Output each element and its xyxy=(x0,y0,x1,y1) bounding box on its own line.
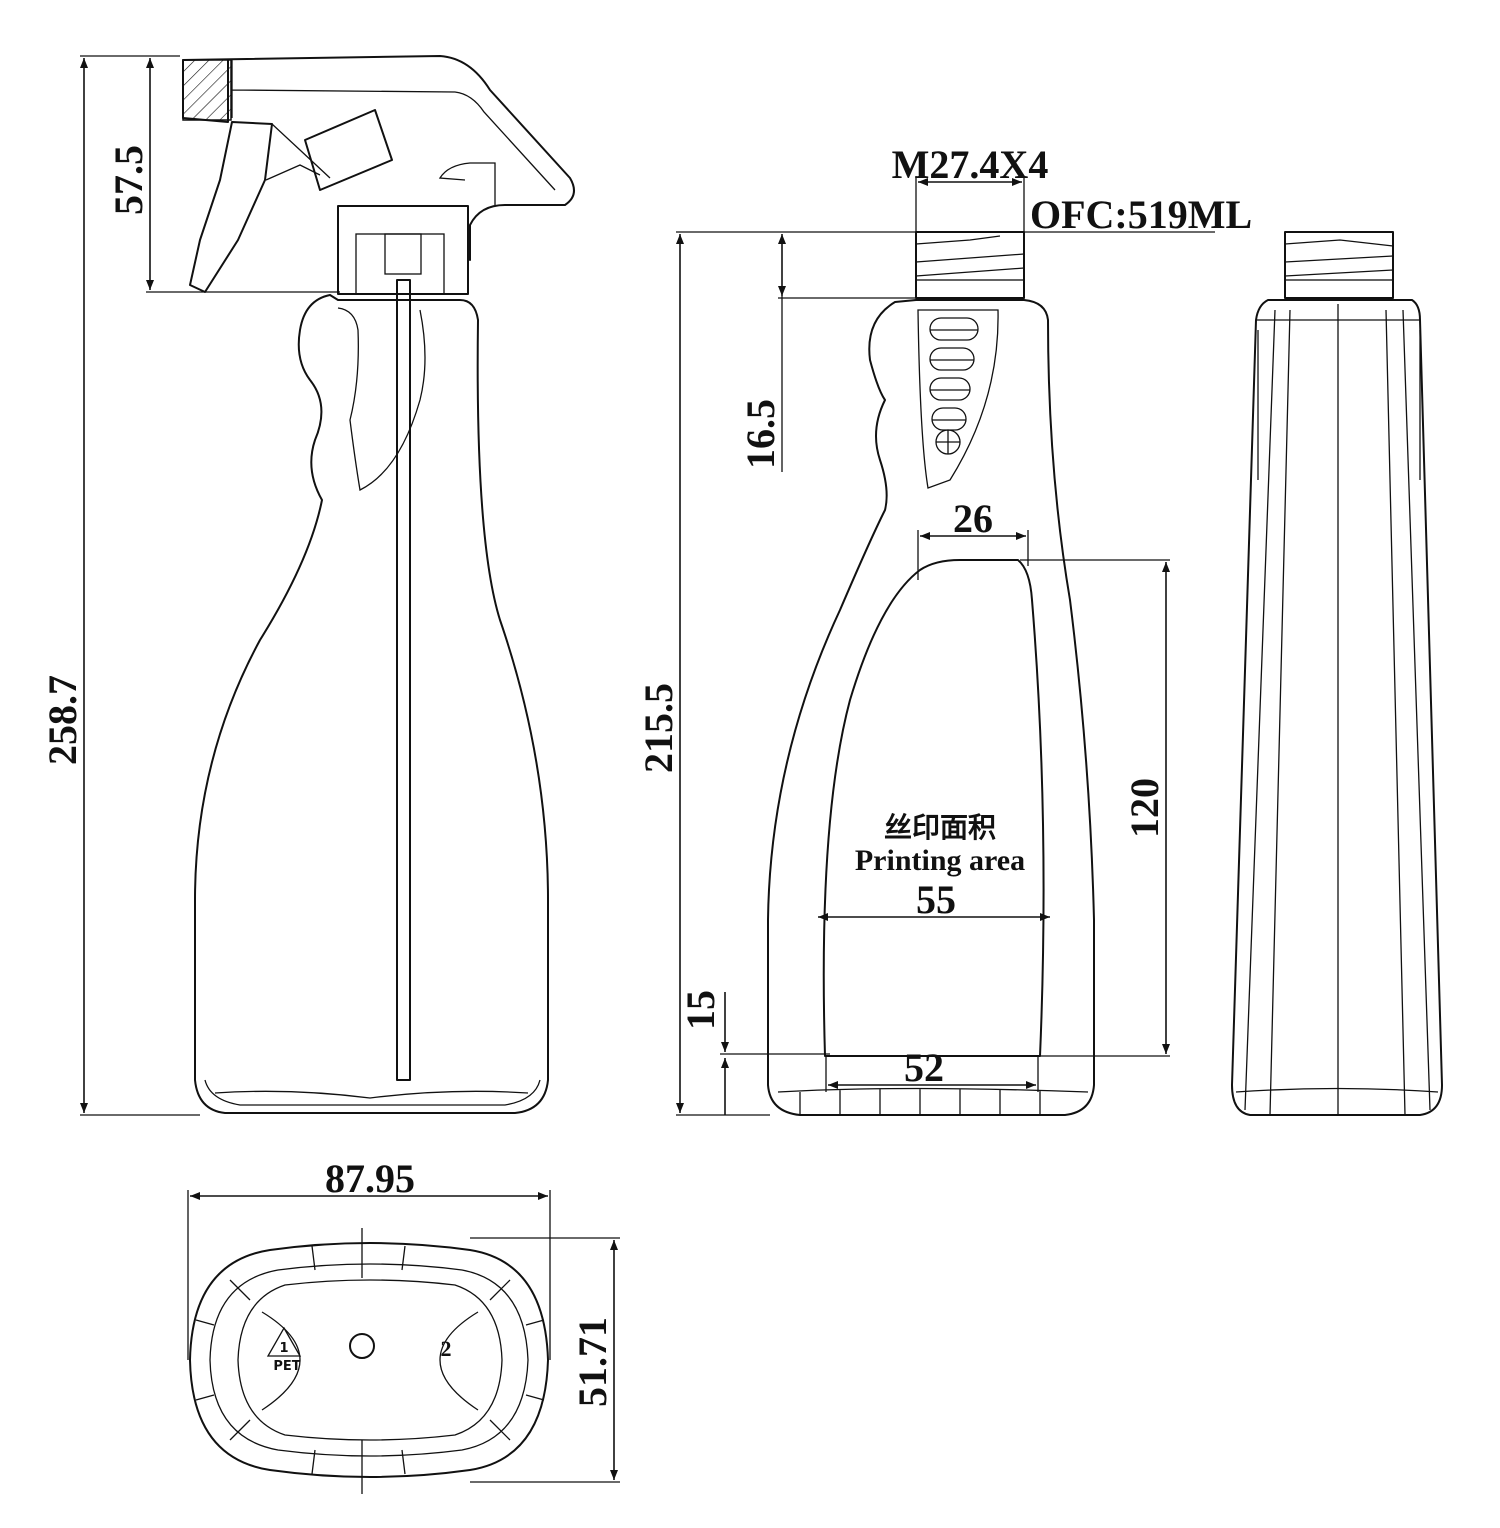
bottom-offset-label: 15 xyxy=(678,990,723,1030)
trigger-lever xyxy=(189,121,273,293)
printing-area xyxy=(822,559,1045,1057)
gate-mark xyxy=(349,1333,375,1359)
front-bottle-body xyxy=(767,299,1095,1116)
recycle-icon xyxy=(266,1326,302,1357)
base-width-label: 87.95 xyxy=(325,1156,415,1201)
printing-area-cn: 丝印面积 xyxy=(884,811,996,844)
base-view: 1 PET 2 xyxy=(189,1228,549,1494)
side-bottle-body xyxy=(1231,299,1443,1116)
front-view: 丝印面积 Printing area xyxy=(767,231,1095,1116)
print-height-label: 120 xyxy=(1122,778,1167,838)
capacity-label: OFC:519ML xyxy=(1030,192,1252,237)
dip-tube xyxy=(396,279,411,1081)
side-view xyxy=(1231,231,1443,1116)
dim-print-height: 120 xyxy=(1020,559,1170,1057)
base-depth-label: 51.71 xyxy=(570,1317,615,1407)
base-outline xyxy=(189,1242,549,1478)
print-top-width-label: 26 xyxy=(953,496,993,541)
dim-trigger-height: 57.5 xyxy=(106,58,340,293)
dim-print-top-width: 26 xyxy=(917,496,1029,580)
recycle-material: PET xyxy=(273,1359,300,1374)
printing-area-en: Printing area xyxy=(855,844,1025,877)
body-height-label: 215.5 xyxy=(636,683,681,773)
total-height-label: 258.7 xyxy=(40,675,85,765)
dim-neck-height: 16.5 xyxy=(738,234,918,472)
recycle-code: 1 xyxy=(279,1341,288,1356)
trigger-height-label: 57.5 xyxy=(106,145,151,215)
dim-base-depth: 51.71 xyxy=(470,1237,620,1483)
trigger-head xyxy=(182,55,575,261)
mold-number: 2 xyxy=(441,1336,452,1361)
dim-print-bottom-width: 52 xyxy=(825,1045,1039,1092)
neck-height-label: 16.5 xyxy=(738,399,783,469)
trigger-bottle-view xyxy=(182,55,575,1114)
dim-thread: M27.4X4 OFC:519ML xyxy=(892,142,1253,237)
dim-print-mid-width: 55 xyxy=(818,877,1050,922)
print-bottom-width-label: 52 xyxy=(904,1045,944,1090)
dim-bottom-offset: 15 xyxy=(678,990,830,1115)
thread-label: M27.4X4 xyxy=(892,142,1049,187)
print-mid-width-label: 55 xyxy=(916,877,956,922)
dim-body-height: 215.5 xyxy=(636,231,918,1116)
dim-total-height: 258.7 xyxy=(40,55,200,1116)
bottle-body xyxy=(194,294,549,1114)
dim-base-width: 87.95 xyxy=(187,1156,551,1360)
